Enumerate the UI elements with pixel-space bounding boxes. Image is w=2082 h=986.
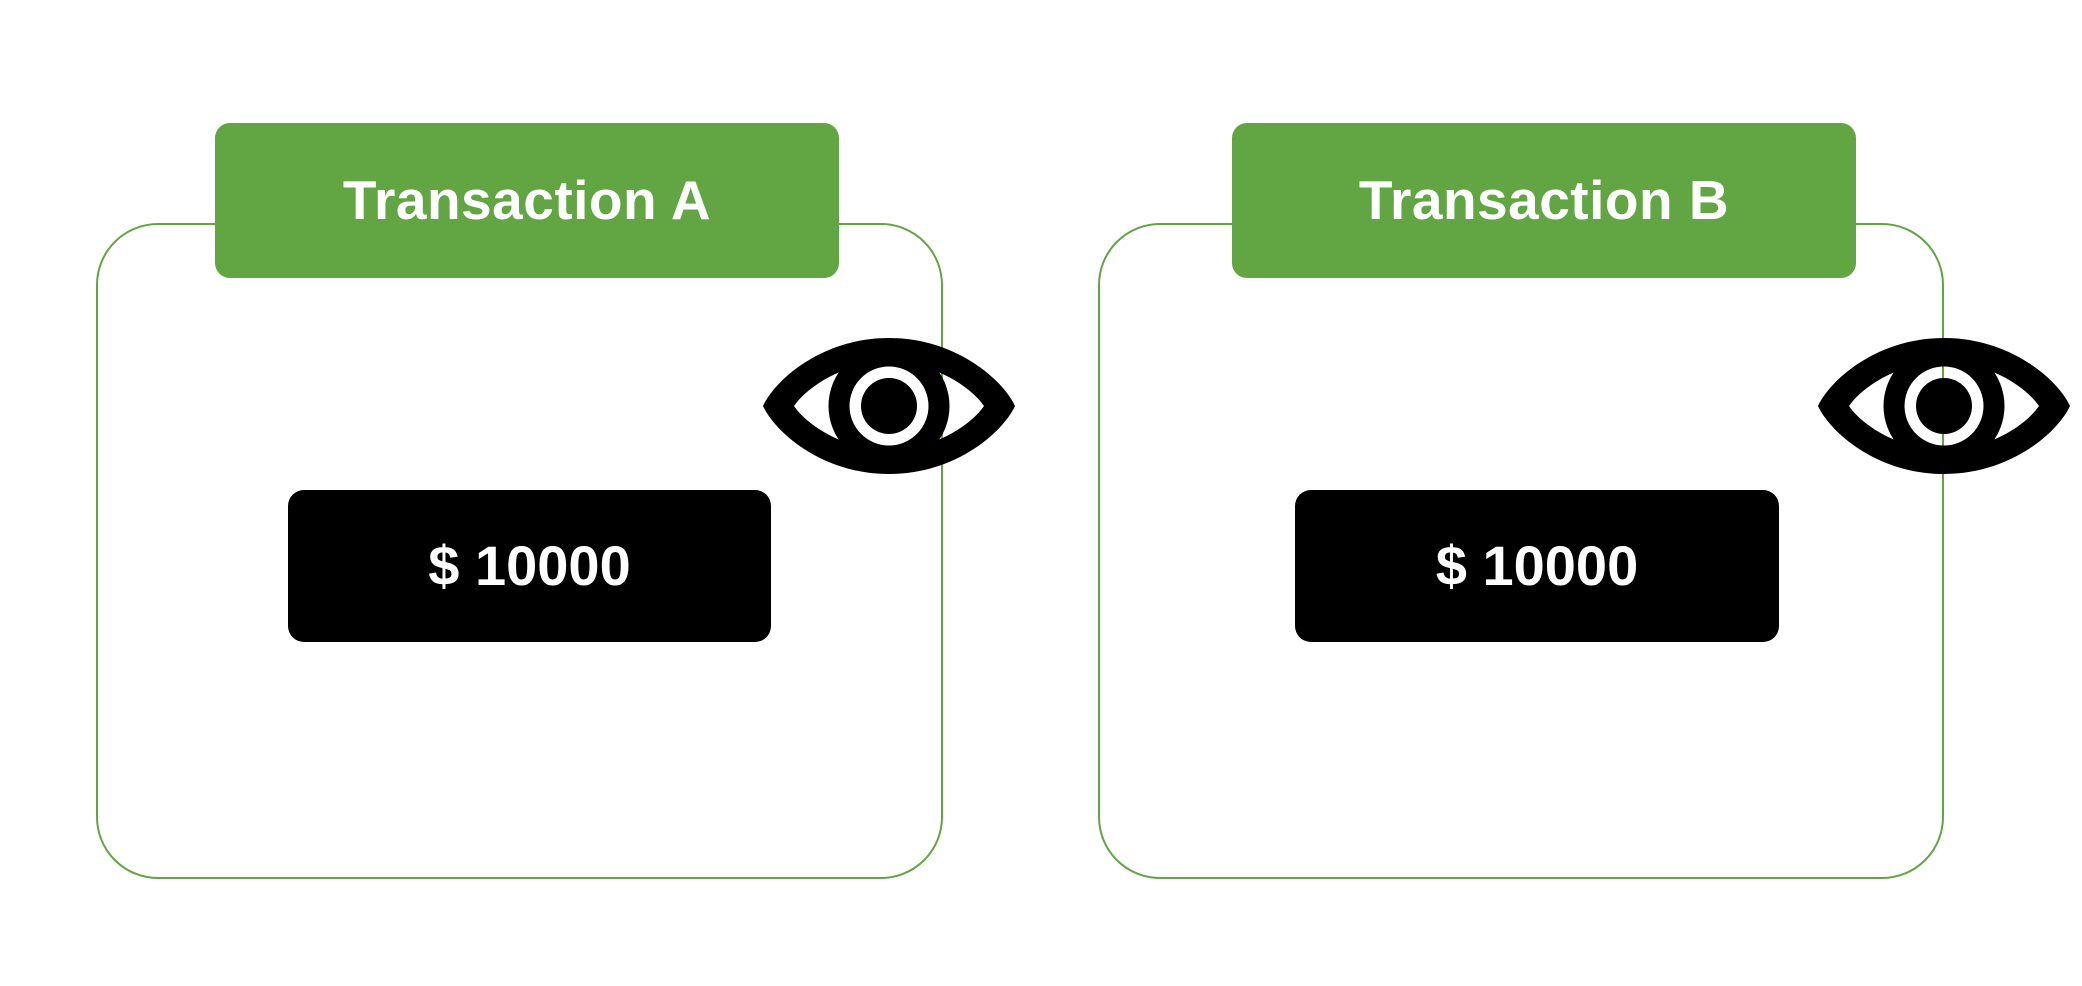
eye-icon[interactable] <box>1815 332 2073 480</box>
transaction-a-header-badge[interactable]: Transaction A <box>215 123 839 278</box>
transaction-b-title: Transaction B <box>1358 169 1730 231</box>
transaction-b-header-badge[interactable]: Transaction B <box>1232 123 1856 278</box>
transaction-a-amount-pill[interactable]: $ 10000 <box>288 490 771 642</box>
transaction-a-title: Transaction A <box>342 169 712 231</box>
transaction-b-amount-pill[interactable]: $ 10000 <box>1295 490 1779 642</box>
transaction-b-amount-text: $ 10000 <box>1435 534 1639 597</box>
eye-icon[interactable] <box>760 332 1018 480</box>
transaction-a-amount-text: $ 10000 <box>428 534 631 597</box>
